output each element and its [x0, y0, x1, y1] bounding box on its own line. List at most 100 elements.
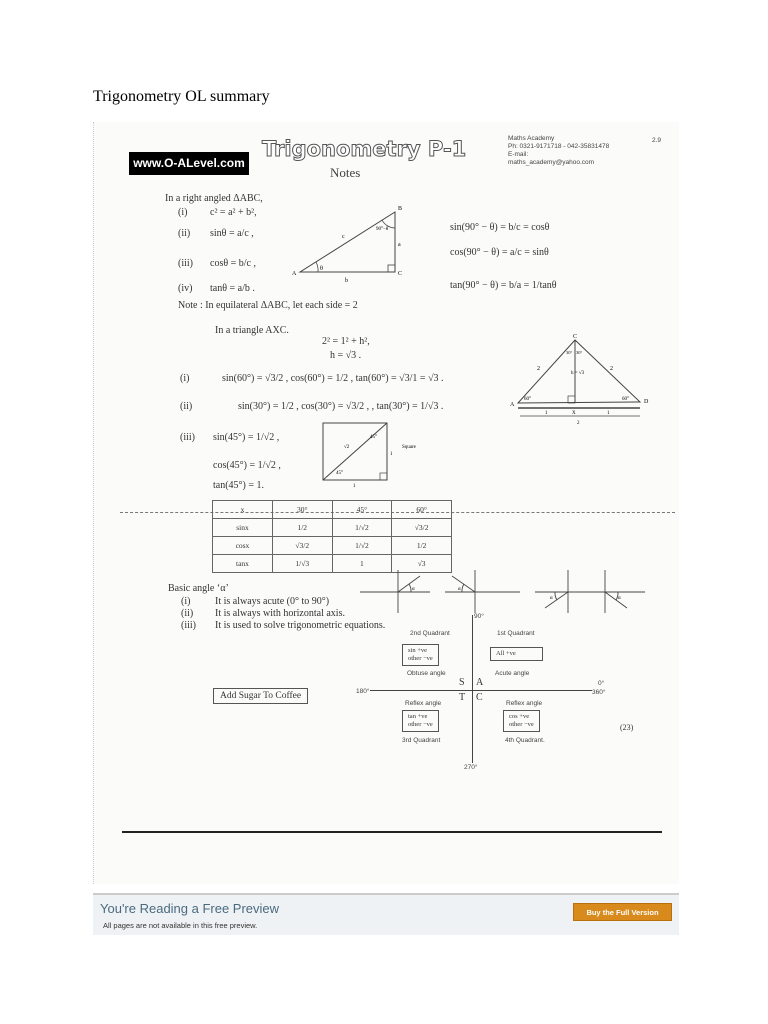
label-1: 1 — [545, 411, 548, 416]
table-cell: √3/2 — [271, 536, 333, 555]
item-num: (iv) — [178, 283, 193, 294]
label-complement: 90°−θ — [376, 227, 389, 232]
label-60b: 60° — [622, 397, 629, 402]
buy-full-version-button[interactable]: Buy the Full Version — [573, 903, 672, 921]
rule: cos +ve — [509, 713, 530, 720]
complement-tan: tan(90° − θ) = b/a = 1/tanθ — [450, 280, 557, 291]
item-num: (ii) — [181, 608, 194, 619]
pythagoras-eq: 2² = 1² + h², — [322, 336, 370, 347]
alpha-label: α — [458, 587, 461, 592]
letter-s: S — [459, 677, 465, 688]
page-mark: 2.9 — [652, 137, 662, 144]
label-90: 90° — [474, 613, 484, 620]
x-axis — [370, 690, 592, 691]
page-heading: Trigonometry P-1 — [261, 137, 467, 162]
formula-60: sin(60°) = √3/2 , cos(60°) = 1/2 , tan(6… — [222, 373, 444, 384]
formula-30: sin(30°) = 1/2 , cos(30°) = √3/2 , , tan… — [238, 401, 444, 412]
label-2-base: 2 — [577, 421, 580, 426]
item-num: (iii) — [181, 620, 196, 631]
label-c-vertex: C — [398, 271, 402, 277]
rule: tan +ve — [408, 713, 428, 720]
alpha-label: α — [550, 596, 553, 601]
formula-tan45: tan(45°) = 1. — [213, 480, 265, 491]
label-side-c: c — [342, 234, 345, 240]
header-cell: 60° — [391, 500, 452, 519]
label-d: D — [644, 399, 649, 405]
label-60: 60° — [524, 397, 531, 402]
label-b-vertex: B — [398, 206, 402, 212]
label-180: 180° — [356, 688, 370, 695]
right-triangle-diagram: A B C a b c θ 90°−θ — [292, 206, 402, 284]
right-angle-intro: In a right angled ΔABC, — [165, 193, 263, 204]
quadrant-3-label: 3rd Quadrant — [402, 737, 441, 744]
rule: sin +ve — [408, 647, 428, 654]
formula-sin45: sin(45°) = 1/√2 , — [213, 432, 280, 443]
square-diagram: √2 45° 45° 1 1 Square — [322, 422, 417, 489]
header-cell: x — [212, 500, 273, 519]
label-side-1: 1 — [390, 452, 393, 457]
label-30b: 30° — [576, 350, 583, 355]
label-square: Square — [402, 445, 417, 450]
basic-angle-title: Basic angle ‘α’ — [168, 583, 229, 594]
letter-a: A — [476, 677, 484, 688]
label-45-bottom: 45° — [336, 471, 343, 476]
basic-angle-item: It is used to solve trigonometric equati… — [215, 620, 386, 631]
table-cell: sinx — [212, 518, 273, 537]
label-0: 0° — [598, 680, 605, 687]
letter-t: T — [459, 692, 466, 703]
academy-email: maths_academy@yahoo.com — [508, 159, 595, 166]
formula-cos45: cos(45°) = 1/√2 , — [213, 460, 281, 471]
rule: All +ve — [496, 650, 516, 657]
item-num: (iii) — [178, 258, 193, 269]
basic-angle-item: It is always acute (0° to 90°) — [215, 596, 330, 607]
academy-name: Maths Academy — [508, 135, 555, 142]
table-cell: √3/2 — [391, 518, 452, 537]
equilateral-triangle-diagram: C A D X 2 2 h = √3 60° 60° 30° 30° 1 1 2 — [510, 334, 649, 426]
item-num: (ii) — [178, 228, 191, 239]
item-num: (i) — [180, 373, 190, 384]
label-h: h = √3 — [571, 370, 585, 376]
label-side-2: 2 — [537, 366, 540, 372]
basic-angle-item: It is always with horizontal axis. — [215, 608, 345, 619]
complement-cos: cos(90° − θ) = a/c = sinθ — [450, 247, 549, 258]
item-num: (ii) — [180, 401, 193, 412]
preview-title: You're Reading a Free Preview — [100, 901, 280, 916]
academy-email-label: E-mail: — [508, 151, 529, 158]
document-title: Trigonometry OL summary — [93, 88, 270, 105]
item-num: (i) — [181, 596, 191, 607]
height-eq: h = √3 . — [330, 350, 362, 361]
quadrant-2-label: 2nd Quadrant — [410, 630, 450, 637]
alpha-label: α — [618, 596, 621, 601]
table-cell: cosx — [212, 536, 273, 555]
equilateral-note: Note : In equilateral ΔABC, let each sid… — [178, 300, 358, 311]
page-subheading: Notes — [330, 165, 361, 180]
bottom-rule — [122, 831, 662, 833]
label-45-top: 45° — [370, 435, 377, 440]
label-side-2b: 2 — [610, 366, 613, 372]
quadrant-1-box: All +ve — [490, 647, 543, 661]
triangle-axc-intro: In a triangle AXC. — [215, 325, 289, 336]
basic-angle-diagrams: α α α α — [360, 570, 645, 613]
rule: other −ve — [408, 721, 433, 728]
label-a-vertex: A — [292, 271, 297, 277]
free-preview-banner: You're Reading a Free Preview All pages … — [93, 893, 679, 935]
formula: cosθ = b/c , — [210, 258, 256, 269]
label-x: X — [572, 411, 576, 416]
label-theta: θ — [320, 266, 323, 272]
label-30: 30° — [566, 350, 573, 355]
table-cell: 1/2 — [391, 536, 452, 555]
table-cell: 1/√2 — [331, 536, 393, 555]
label-a: A — [510, 402, 515, 408]
mnemonic-box: Add Sugar To Coffee — [213, 688, 309, 704]
quadrant-1-caption: Acute angle — [495, 670, 530, 677]
academy-phone: Ph: 0321-9171718 - 042-35831478 — [508, 143, 610, 150]
label-base-1: 1 — [353, 484, 356, 489]
page-number: (23) — [620, 723, 634, 732]
